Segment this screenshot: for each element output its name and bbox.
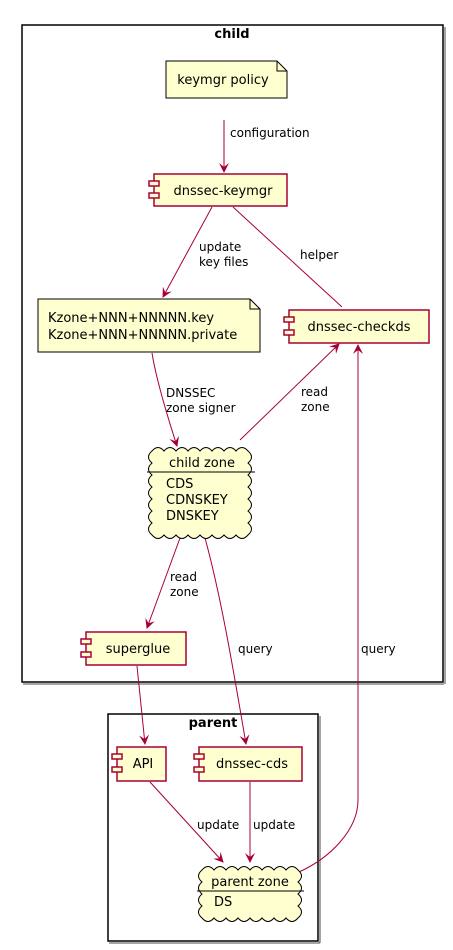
label-zone: zone xyxy=(170,585,199,599)
edge-api-to-parentzone xyxy=(149,781,224,863)
child-zone-title: child zone xyxy=(169,456,235,471)
child-package-title: child xyxy=(214,27,249,42)
dnssec-checkds-component: dnssec-checkds xyxy=(283,309,430,344)
edge-childzone-to-superglue xyxy=(145,537,181,629)
child-zone-record-dnskey: DNSKEY xyxy=(166,509,219,524)
api-component: API xyxy=(111,746,167,782)
edge-childzone-to-checkds xyxy=(239,343,340,441)
label-helper: helper xyxy=(300,248,338,262)
private-file-name: Kzone+NNN+NNNNN.private xyxy=(48,328,237,343)
child-zone-record-cdnskey: CDNSKEY xyxy=(166,493,228,508)
parent-zone-cloud-outline xyxy=(198,866,302,922)
child-package: child xyxy=(21,24,446,685)
edge-keymgr-to-checkds-helper xyxy=(232,206,343,308)
dnssec-keymgr-label: dnssec-keymgr xyxy=(174,184,274,199)
label-dnssec: DNSSEC xyxy=(166,386,215,400)
child-zone-cloud-outline xyxy=(148,447,252,539)
label-update: update xyxy=(197,818,239,832)
key-file-name: Kzone+NNN+NNNNN.key xyxy=(48,311,214,326)
edge-keyfiles-to-childzone xyxy=(151,352,179,447)
label-zone-signer: zone signer xyxy=(166,401,236,415)
parent-zone-cloud: parent zone DS xyxy=(197,866,304,922)
dnssec-cds-component: dnssec-cds xyxy=(193,746,303,782)
edge-parentzone-to-checkds xyxy=(298,344,363,873)
parent-zone-title: parent zone xyxy=(211,875,289,890)
label-configuration: configuration xyxy=(230,126,310,140)
label-update: update xyxy=(253,818,295,832)
child-zone-cloud: child zone CDS CDNSKEY DNSKEY xyxy=(147,447,255,539)
label-update: update xyxy=(199,240,241,254)
child-zone-record-cds: CDS xyxy=(166,477,193,492)
keymgr-policy-note: keymgr policy xyxy=(165,60,288,99)
parent-package-title: parent xyxy=(189,716,238,731)
key-files-note: Kzone+NNN+NNNNN.key Kzone+NNN+NNNNN.priv… xyxy=(37,298,261,353)
parent-zone-record-ds: DS xyxy=(214,895,232,910)
label-zone: zone xyxy=(301,400,330,414)
api-label: API xyxy=(133,757,154,772)
label-key-files: key files xyxy=(199,255,248,269)
edge-labels: configuration update key files helper DN… xyxy=(166,126,396,832)
superglue-component: superglue xyxy=(80,631,187,666)
label-read: read xyxy=(301,385,328,399)
label-query: query xyxy=(238,642,273,656)
edges xyxy=(136,120,363,873)
edge-superglue-to-api xyxy=(136,665,150,745)
keymgr-policy-label: keymgr policy xyxy=(177,73,269,88)
superglue-label: superglue xyxy=(106,642,170,657)
dnssec-keymgr-component: dnssec-keymgr xyxy=(148,173,288,207)
label-read: read xyxy=(170,570,197,584)
dnssec-checkds-label: dnssec-checkds xyxy=(308,320,411,335)
edge-keymgr-to-keyfiles xyxy=(162,206,213,298)
label-query: query xyxy=(361,642,396,656)
dnssec-cds-label: dnssec-cds xyxy=(216,757,288,772)
edge-childzone-to-dnssec-cds xyxy=(204,537,250,745)
